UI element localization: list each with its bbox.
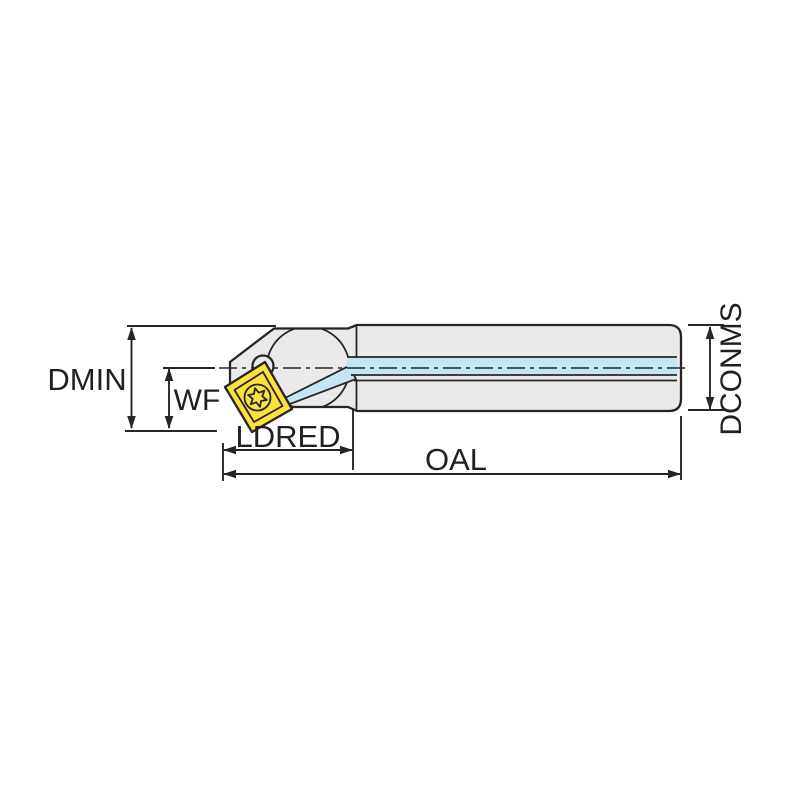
- dconms-label: DCONMS: [715, 302, 748, 435]
- oal-arrow-left: [223, 469, 236, 479]
- insert: [223, 360, 294, 434]
- wf-label: WF: [174, 384, 221, 417]
- insert-screw-head: [243, 383, 272, 412]
- ldred-label: LDRED: [235, 419, 340, 454]
- dmin-arrow-up: [127, 327, 136, 340]
- insert-inner-edge: [233, 371, 284, 423]
- dim-oal: OAL: [223, 416, 682, 480]
- dim-ldred: LDRED: [222, 410, 354, 481]
- coolant-channel: [347, 356, 677, 382]
- ldred-arrow-right: [340, 445, 353, 455]
- wf-arrow-up: [164, 368, 174, 381]
- coolant-channel-fill: [347, 357, 677, 375]
- dconms-arrow-up: [705, 326, 715, 339]
- dmin-arrow-down: [127, 416, 136, 429]
- oal-label: OAL: [425, 442, 487, 477]
- wf-arrow-down: [164, 416, 174, 429]
- oal-arrow-right: [668, 469, 681, 479]
- insert-outer-edge: [223, 360, 294, 434]
- dim-dconms: DCONMS: [688, 302, 748, 436]
- torx-screw-icon: [247, 387, 268, 408]
- dim-wf: WF: [163, 367, 221, 429]
- dconms-arrow-down: [705, 397, 715, 410]
- ldred-arrow-left: [223, 445, 236, 455]
- dmin-label: DMIN: [47, 362, 126, 397]
- dim-dmin: DMIN: [47, 325, 276, 432]
